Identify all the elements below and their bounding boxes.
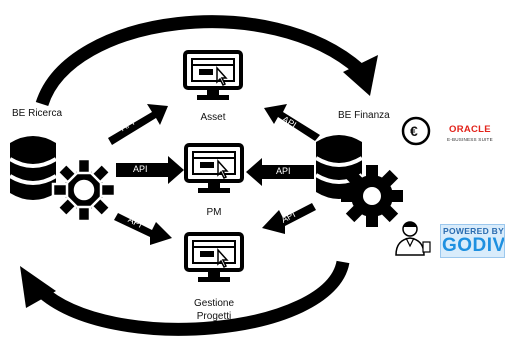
user-icon: [395, 221, 431, 256]
api-label-left-mid: API: [133, 164, 148, 174]
cycle-arrow-bottom: [20, 260, 350, 336]
gestione-progetti-screen: [184, 232, 244, 284]
oracle-logo: ORACLE: [449, 124, 491, 135]
api-arrow-right-top: [264, 104, 320, 141]
cycle-arrow-top: [35, 15, 378, 107]
be-finanza-gear: [341, 165, 403, 227]
pm-screen: [184, 143, 244, 195]
api-arrow-left-top: [108, 104, 168, 145]
be-ricerca-label: BE Ricerca: [12, 108, 63, 119]
euro-symbol: €: [410, 123, 418, 139]
api-arrow-right-mid: [246, 158, 314, 186]
oracle-suite-label: E-BUSINESS SUITE: [447, 137, 493, 142]
be-ricerca-gear: [51, 157, 117, 223]
asset-screen: [183, 50, 243, 102]
be-ricerca-database: [8, 134, 58, 202]
be-finanza-label: BE Finanza: [338, 110, 390, 121]
api-arrow-right-bottom: [262, 203, 316, 234]
euro-icon: [401, 116, 431, 146]
asset-label: Asset: [200, 112, 226, 123]
api-arrow-left-mid: [116, 156, 184, 184]
godiva-powered-label: POWERED BY: [443, 226, 505, 236]
progetti-label: Progetti: [196, 311, 232, 322]
api-arrow-left-bottom: [114, 213, 172, 245]
pm-label: PM: [206, 207, 222, 218]
api-label-right-mid: API: [276, 166, 291, 176]
godiva-logo: POWERED BY GODIVA: [440, 224, 505, 258]
godiva-name: GODIVA: [442, 235, 505, 256]
gestione-label: Gestione: [193, 298, 235, 309]
